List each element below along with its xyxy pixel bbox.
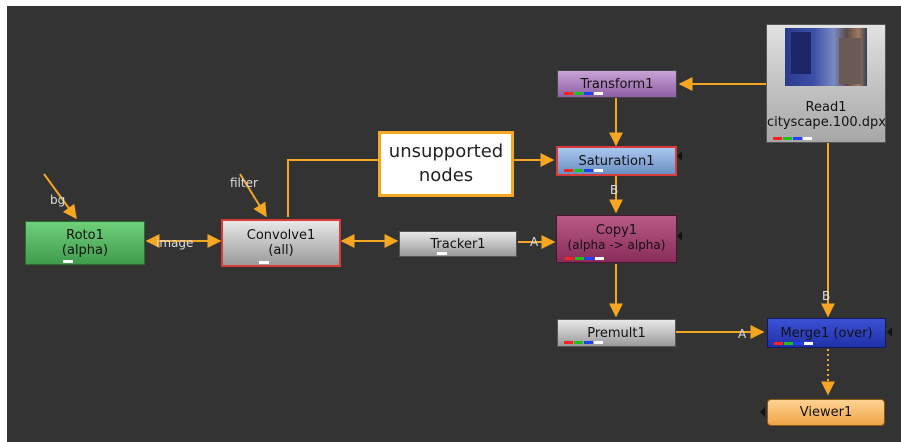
node-tracker1[interactable]: Tracker1 [399, 231, 517, 257]
node-convolve1-name: Convolve1 [246, 228, 316, 243]
input-label-merge-a: A [738, 327, 747, 341]
channel-indicator [564, 92, 604, 95]
input-label-image: image [156, 236, 194, 250]
node-premult1-name: Premult1 [587, 326, 646, 341]
input-label-saturation-b: B [610, 183, 619, 197]
node-saturation1[interactable]: Saturation1 [556, 146, 677, 176]
node-saturation1-name: Saturation1 [578, 154, 655, 169]
channel-indicator [774, 342, 814, 345]
node-read1[interactable]: Read1 cityscape.100.dpx [766, 24, 886, 143]
node-merge1-name: Merge1 (over) [780, 326, 873, 341]
channel-indicator [564, 341, 604, 344]
channel-indicator [564, 169, 604, 172]
node-viewer1-name: Viewer1 [799, 405, 853, 420]
channel-indicator [773, 137, 813, 140]
input-label-filter: filter [230, 176, 258, 190]
input-label-copy-a: A [530, 235, 539, 249]
node-tracker1-name: Tracker1 [430, 237, 486, 252]
node-graph-canvas[interactable] [7, 6, 901, 442]
unsupported-nodes-annotation: unsupported nodes [378, 131, 514, 197]
wire-filter-convolve[interactable] [239, 173, 267, 218]
channel-indicator [565, 257, 605, 260]
node-copy1[interactable]: Copy1 (alpha -> alpha) [556, 215, 677, 263]
node-merge1[interactable]: Merge1 (over) [767, 318, 886, 348]
node-viewer1[interactable]: Viewer1 [767, 399, 885, 426]
read1-thumbnail [785, 28, 867, 86]
node-read1-filename: cityscape.100.dpx [767, 115, 886, 130]
node-transform1-name: Transform1 [580, 77, 654, 92]
node-convolve1-subtitle: (all) [268, 243, 294, 258]
annotation-line-1: unsupported [388, 141, 504, 162]
node-transform1[interactable]: Transform1 [557, 70, 677, 98]
node-roto1-subtitle: (alpha) [61, 243, 109, 258]
input-label-merge-b: B [822, 289, 831, 303]
node-roto1-name: Roto1 [66, 228, 104, 243]
input-label-bg: bg [50, 193, 66, 207]
node-premult1[interactable]: Premult1 [557, 319, 676, 347]
wire-bg-roto[interactable] [43, 173, 77, 220]
node-read1-name: Read1 [805, 100, 847, 115]
node-copy1-subtitle: (alpha -> alpha) [567, 238, 666, 252]
annotation-line-2: nodes [418, 165, 474, 186]
node-convolve1[interactable]: Convolve1 (all) [221, 219, 341, 267]
node-roto1[interactable]: Roto1 (alpha) [25, 221, 145, 265]
node-copy1-name: Copy1 [595, 223, 638, 238]
